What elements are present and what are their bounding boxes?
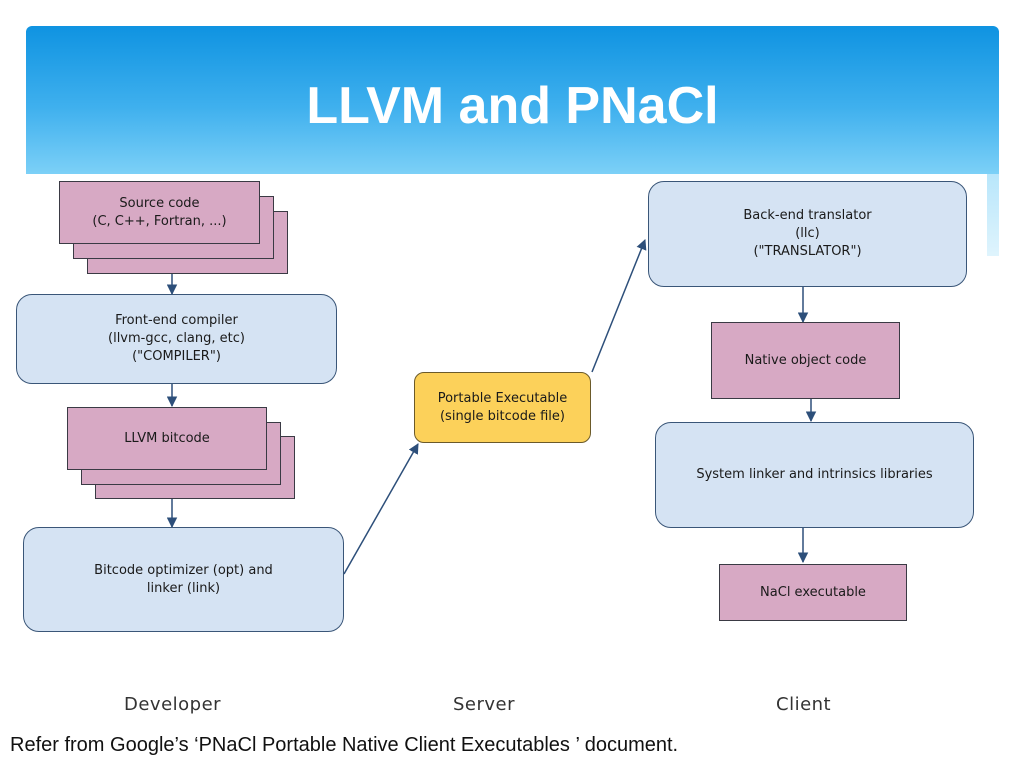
lane-label-server: Server bbox=[453, 694, 516, 715]
native-object-code-box: Native object code bbox=[711, 322, 900, 399]
lane-label-developer: Developer bbox=[124, 694, 222, 715]
arrow-optimizer-to-portable bbox=[343, 443, 419, 575]
bitcode-optimizer-box: Bitcode optimizer (opt) and linker (link… bbox=[23, 527, 344, 632]
frontend-compiler-box: Front-end compiler (llvm-gcc, clang, etc… bbox=[16, 294, 337, 384]
nacl-executable-box: NaCl executable bbox=[719, 564, 907, 621]
title-banner bbox=[26, 26, 999, 174]
source-code-box: Source code (C, C++, Fortran, ...) bbox=[59, 181, 260, 244]
portable-executable-box: Portable Executable (single bitcode file… bbox=[414, 372, 591, 443]
banner-edge-decoration bbox=[987, 174, 999, 256]
system-linker-box: System linker and intrinsics libraries bbox=[655, 422, 974, 528]
slide-title: LLVM and PNaCl bbox=[306, 77, 719, 135]
llvm-bitcode-box: LLVM bitcode bbox=[67, 407, 267, 470]
source-footnote: Refer from Google’s ‘PNaCl Portable Nati… bbox=[10, 734, 679, 756]
backend-translator-box: Back-end translator (llc) ("TRANSLATOR") bbox=[648, 181, 967, 287]
lane-label-client: Client bbox=[776, 694, 832, 715]
arrow-portable-to-translator bbox=[591, 239, 647, 373]
